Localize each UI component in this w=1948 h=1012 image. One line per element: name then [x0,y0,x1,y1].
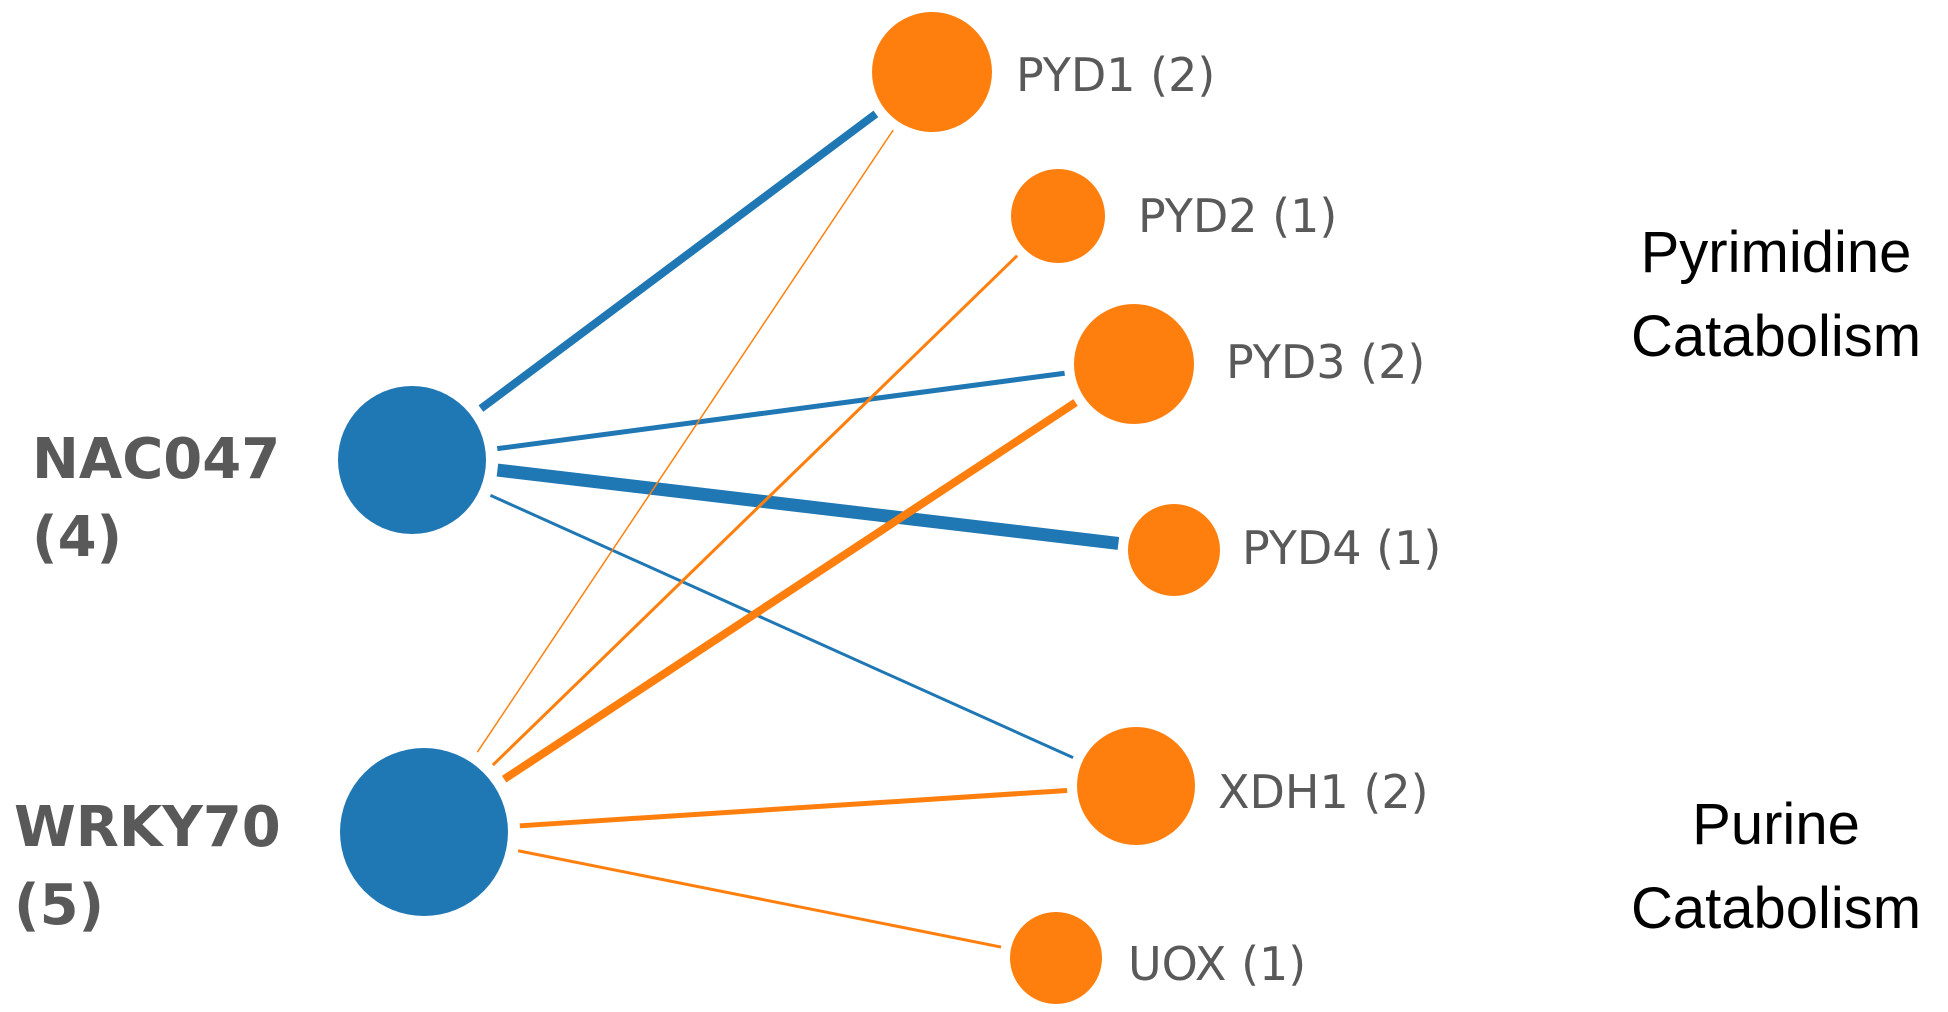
tf-label-nac047-count: (4) [32,505,122,570]
edge-wrky70-pyd1 [476,129,894,753]
edge-wrky70-pyd2 [491,254,1019,767]
tf-label-wrky70-name: WRKY70 [14,795,281,860]
edge-layer [476,110,1120,949]
node-layer [338,12,1220,1004]
edge-wrky70-uox [517,849,1002,949]
edge-wrky70-xdh1 [519,787,1068,829]
edge-nac047-pyd3 [496,370,1065,452]
target-label-pyd4: PYD4 (1) [1242,521,1441,575]
target-node-pyd2 [1011,169,1105,263]
tf-node-wrky70 [340,748,508,916]
target-label-pyd2: PYD2 (1) [1138,189,1337,243]
tf-label-nac047-name: NAC047 [32,427,280,492]
target-label-uox: UOX (1) [1128,937,1306,991]
target-node-uox [1010,912,1102,1004]
group-label-purine-line1: Purine [1692,792,1860,857]
target-label-pyd3: PYD3 (2) [1226,335,1425,389]
target-node-pyd3 [1074,304,1194,424]
tf-node-nac047 [338,386,486,534]
target-node-pyd4 [1128,504,1220,596]
group-label-purine-line2: Catabolism [1631,876,1921,941]
edge-nac047-pyd1 [478,110,879,412]
target-label-xdh1: XDH1 (2) [1218,765,1429,819]
group-label-pyrimidine-line2: Catabolism [1631,304,1921,369]
target-node-pyd1 [872,12,992,132]
group-label-pyrimidine-line1: Pyrimidine [1641,220,1912,285]
edge-nac047-xdh1 [489,493,1074,760]
edge-wrky70-pyd3 [501,399,1078,783]
tf-label-wrky70-count: (5) [14,873,104,938]
target-node-xdh1 [1077,727,1195,845]
edge-nac047-pyd4 [496,463,1120,550]
target-label-pyd1: PYD1 (2) [1016,48,1215,102]
